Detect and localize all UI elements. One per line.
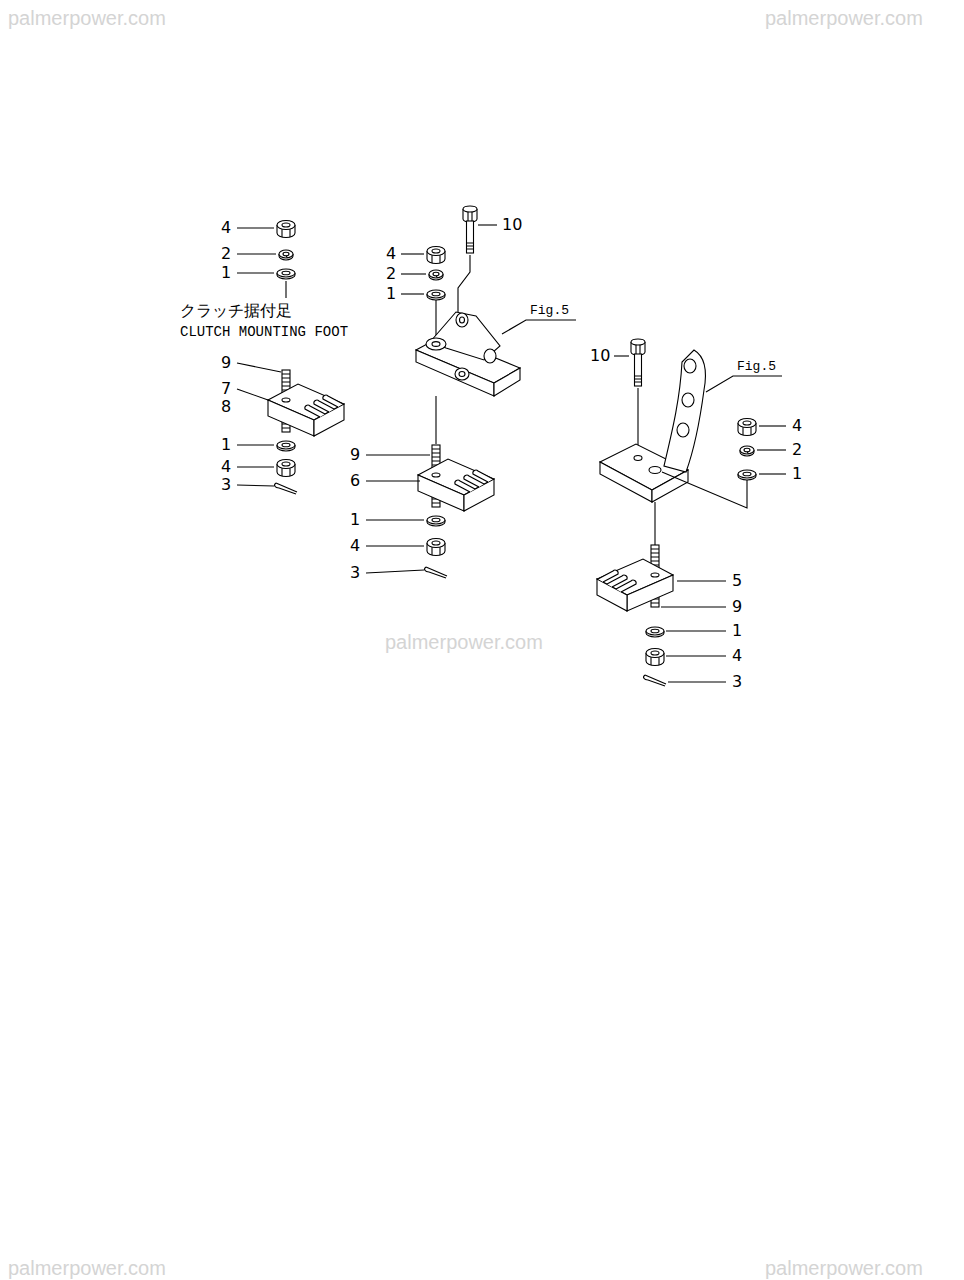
part-name-ja: クラッチ据付足 [180,303,292,319]
callout-number: 3 [350,565,360,581]
part-name: CLUTCH MOUNTING FOOT [180,325,348,339]
callout-number: 4 [350,538,360,554]
callout-number: 4 [221,459,231,475]
callout-number: 7 [221,381,231,397]
callout-number: 1 [792,466,802,482]
callout-number: 4 [221,220,231,236]
callout-number: 1 [221,265,231,281]
callout-number: 10 [502,217,522,233]
callout-number: 1 [386,286,396,302]
callout-number: 1 [732,623,742,639]
callout-number: 2 [792,442,802,458]
watermark: palmerpower.com [765,8,923,28]
callout-number: 5 [732,573,742,589]
callout-number: 4 [732,648,742,664]
callout-number: 8 [221,399,231,415]
figure-ref: Fig.5 [530,304,569,317]
callout-number: 9 [350,447,360,463]
callout-number: 3 [221,477,231,493]
callout-number: 3 [732,674,742,690]
callout-number: 10 [590,348,610,364]
callout-number: 1 [350,512,360,528]
watermark: palmerpower.com [8,1258,166,1278]
watermark: palmerpower.com [765,1258,923,1278]
callout-number: 9 [732,599,742,615]
callout-number: 4 [792,418,802,434]
callout-number: 6 [350,473,360,489]
callout-number: 2 [221,246,231,262]
watermark: palmerpower.com [385,632,543,652]
callout-number: 2 [386,266,396,282]
callout-number: 9 [221,355,231,371]
callout-number: 4 [386,246,396,262]
callout-number: 1 [221,437,231,453]
figure-ref: Fig.5 [737,360,776,373]
watermark: palmerpower.com [8,8,166,28]
